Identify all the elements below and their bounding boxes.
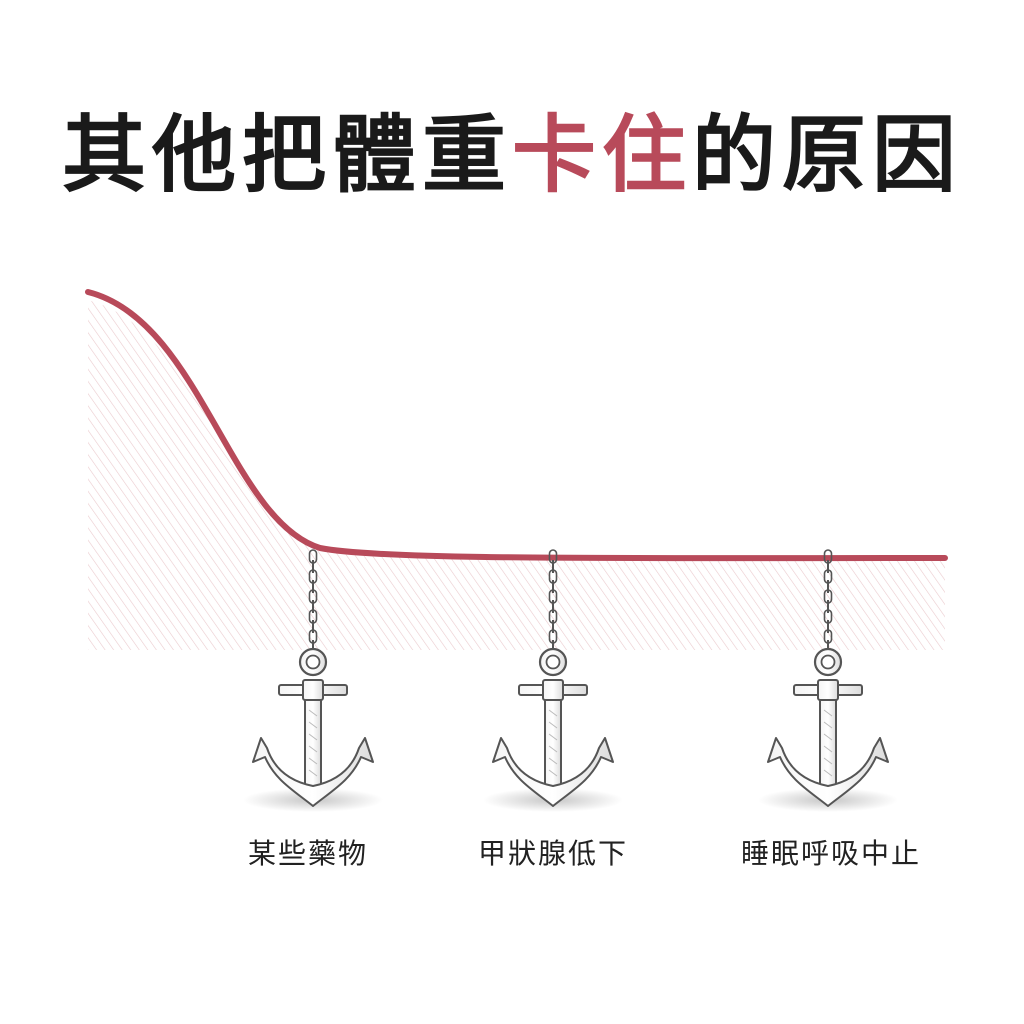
anchor-flukes (492, 737, 614, 807)
title-part-2: 的原因 (692, 106, 963, 204)
anchor-label-3: 睡眠呼吸中止 (740, 837, 921, 870)
page-title: 其他把體重卡住的原因 (0, 88, 1024, 209)
anchor-label-2: 甲狀腺低下 (477, 837, 628, 870)
chain-icon (308, 549, 318, 653)
anchor-flukes (252, 737, 374, 807)
title-part-1: 其他把體重 (61, 106, 512, 204)
anchor-flukes (767, 737, 889, 807)
curve-hatch-area (88, 300, 945, 650)
anchor-icon (243, 549, 383, 812)
anchor-icon (483, 549, 623, 812)
anchors-layer (243, 549, 898, 812)
weight-curve (85, 289, 948, 562)
anchor-icon (758, 549, 898, 812)
anchor-label-1: 某些藥物 (247, 837, 368, 870)
chain-icon (548, 549, 558, 653)
title-highlight: 卡住 (511, 106, 692, 204)
